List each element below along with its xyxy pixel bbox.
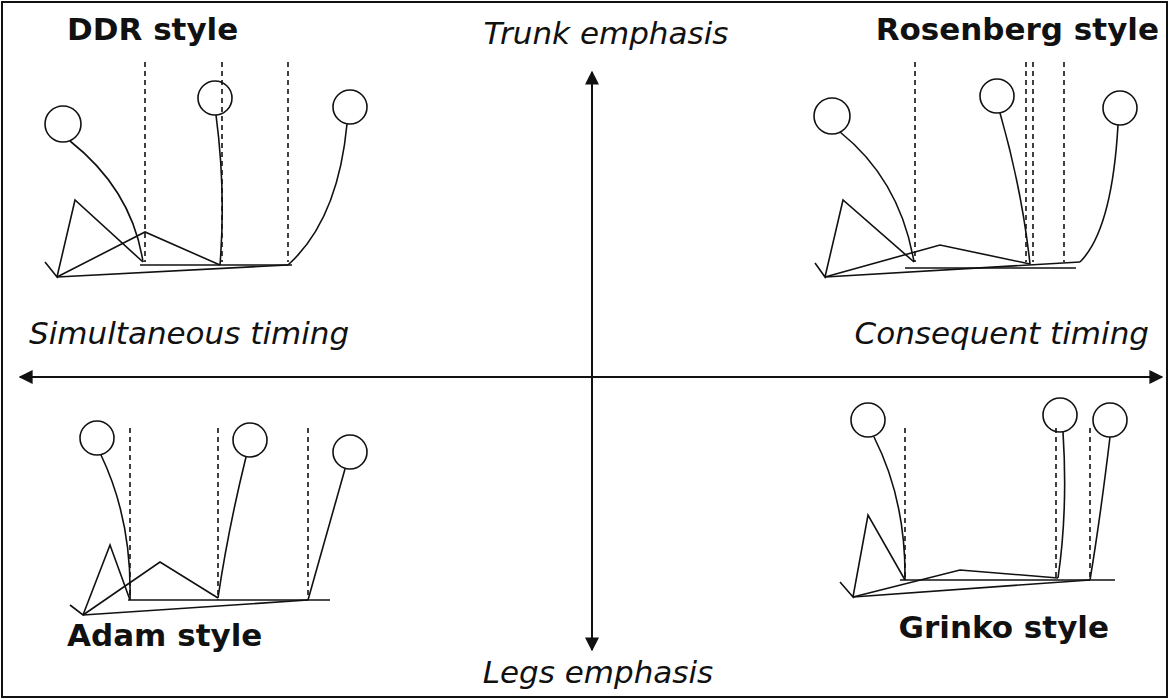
rosenberg-figures — [814, 62, 1137, 277]
emphasis-axis — [591, 72, 593, 650]
axis-label: Legs emphasis — [480, 655, 717, 691]
grinko-figures — [840, 398, 1127, 597]
axis-label: Simultaneous timing — [26, 316, 352, 352]
style-title: Adam style — [64, 618, 265, 654]
axis-label: Trunk emphasis — [481, 16, 732, 52]
style-title: DDR style — [64, 12, 241, 48]
style-title: Rosenberg style — [873, 12, 1162, 48]
axis-label: Consequent timing — [852, 316, 1152, 352]
adam-figures — [70, 421, 367, 615]
ddr-figures — [45, 62, 367, 277]
style-title: Grinko style — [896, 610, 1112, 646]
